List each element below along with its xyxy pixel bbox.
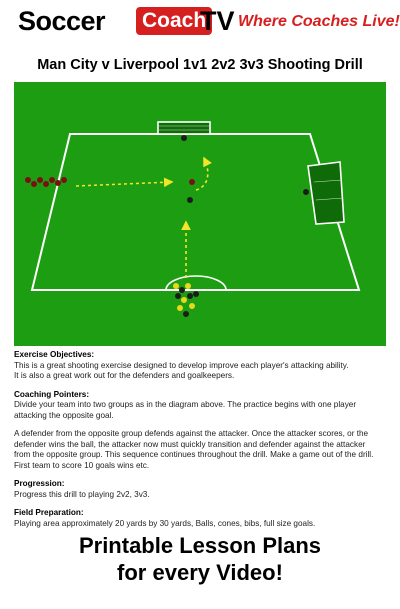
- section-heading-field: Field Preparation:: [14, 508, 84, 517]
- red-team-group: [25, 177, 67, 187]
- text-line: A defender from the opposite group defen…: [14, 429, 369, 438]
- promo-line-2: for every Video!: [117, 560, 283, 585]
- section-heading-progression: Progression:: [14, 479, 65, 488]
- yellow-team-group: [173, 283, 199, 317]
- right-goal: [307, 161, 345, 225]
- text-line: Playing area approximately 20 yards by 3…: [14, 518, 316, 528]
- brand-logo: Soccer Coach TV Where Coaches Live!: [18, 6, 400, 38]
- text-line: defender wins the ball, the attacker now…: [14, 439, 366, 449]
- attacker-red: [189, 179, 195, 185]
- promo-line-1: Printable Lesson Plans: [78, 533, 322, 558]
- defender-yellow: [187, 197, 193, 203]
- brand-tagline: Where Coaches Live!: [238, 13, 400, 30]
- drill-title: Man City v Liverpool 1v1 2v2 3v3 Shootin…: [37, 57, 363, 73]
- section-heading-coaching: Coaching Pointers:: [14, 389, 90, 399]
- brand-word-soccer: Soccer: [18, 6, 106, 36]
- arrow-red-run: [75, 177, 174, 188]
- top-goalkeeper: [181, 135, 187, 141]
- text-line: from the opposite group. This sequence c…: [14, 450, 374, 459]
- text-line: attacking the opposite goal.: [14, 410, 114, 420]
- section-heading-objectives: Exercise Objectives:: [14, 350, 95, 359]
- text-line: First team to score 10 goals wins etc.: [14, 460, 150, 470]
- text-line: Divide your team into two groups as in t…: [14, 400, 357, 409]
- arrow-curved-run: [195, 156, 212, 191]
- brand-word-coach: Coach: [136, 7, 213, 35]
- right-goalkeeper: [303, 189, 309, 195]
- drill-diagram: [14, 82, 386, 346]
- top-goal: [157, 121, 211, 135]
- text-line: It is also a great work out for the defe…: [14, 371, 235, 380]
- promo-footer: Printable Lesson Plans for every Video!: [0, 532, 400, 586]
- brand-word-tv: TV: [200, 6, 235, 36]
- lesson-content: Exercise Objectives: This is a great sho…: [14, 350, 386, 529]
- text-line: Progress this drill to playing 2v2, 3v3.: [14, 489, 150, 499]
- center-circle: [165, 275, 227, 291]
- pitch-boundary: [30, 133, 361, 291]
- text-line: This is a great shooting exercise design…: [14, 360, 349, 370]
